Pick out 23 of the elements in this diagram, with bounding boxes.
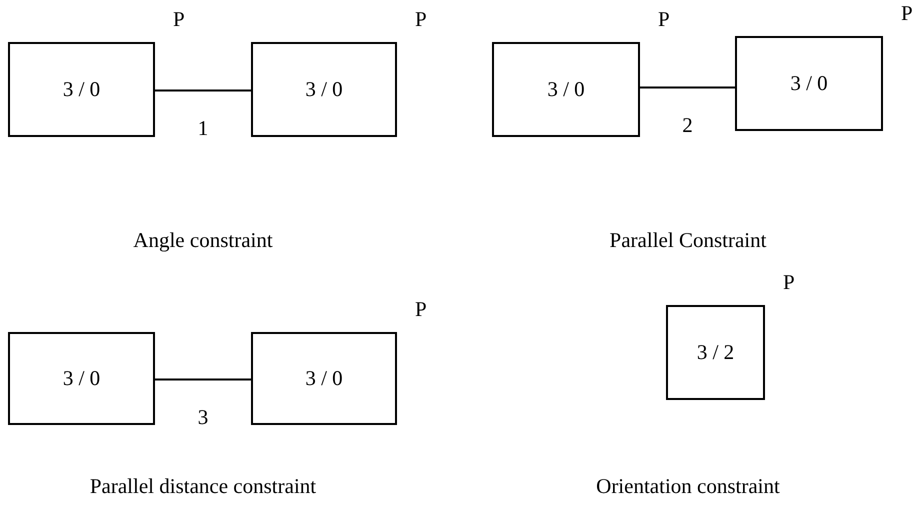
connector-line	[155, 90, 251, 92]
constraint-box: 3 / 0	[492, 42, 640, 137]
node-annotation: P	[901, 3, 913, 24]
node-annotation: P	[658, 9, 670, 30]
constraint-box: 3 / 0	[251, 332, 397, 425]
constraint-box: 3 / 0	[8, 332, 155, 425]
node-annotation: P	[173, 9, 185, 30]
connector-line	[155, 378, 251, 380]
edge-label: 3	[198, 406, 208, 428]
constraint-box: 3 / 0	[8, 42, 155, 137]
constraint-box: 3 / 0	[735, 36, 883, 131]
node-annotation: P	[415, 9, 427, 30]
diagram-caption: Parallel distance constraint	[90, 476, 316, 497]
edge-label: 1	[198, 118, 208, 138]
constraint-box: 3 / 2	[666, 305, 765, 400]
node-annotation: P	[783, 272, 795, 293]
connector-line	[640, 86, 735, 88]
edge-label: 2	[682, 114, 693, 136]
diagram-caption: Parallel Constraint	[610, 230, 766, 251]
node-annotation: P	[415, 299, 427, 320]
constraint-box: 3 / 0	[251, 42, 397, 137]
diagram-caption: Orientation constraint	[596, 476, 780, 497]
diagram-caption: Angle constraint	[133, 230, 273, 251]
